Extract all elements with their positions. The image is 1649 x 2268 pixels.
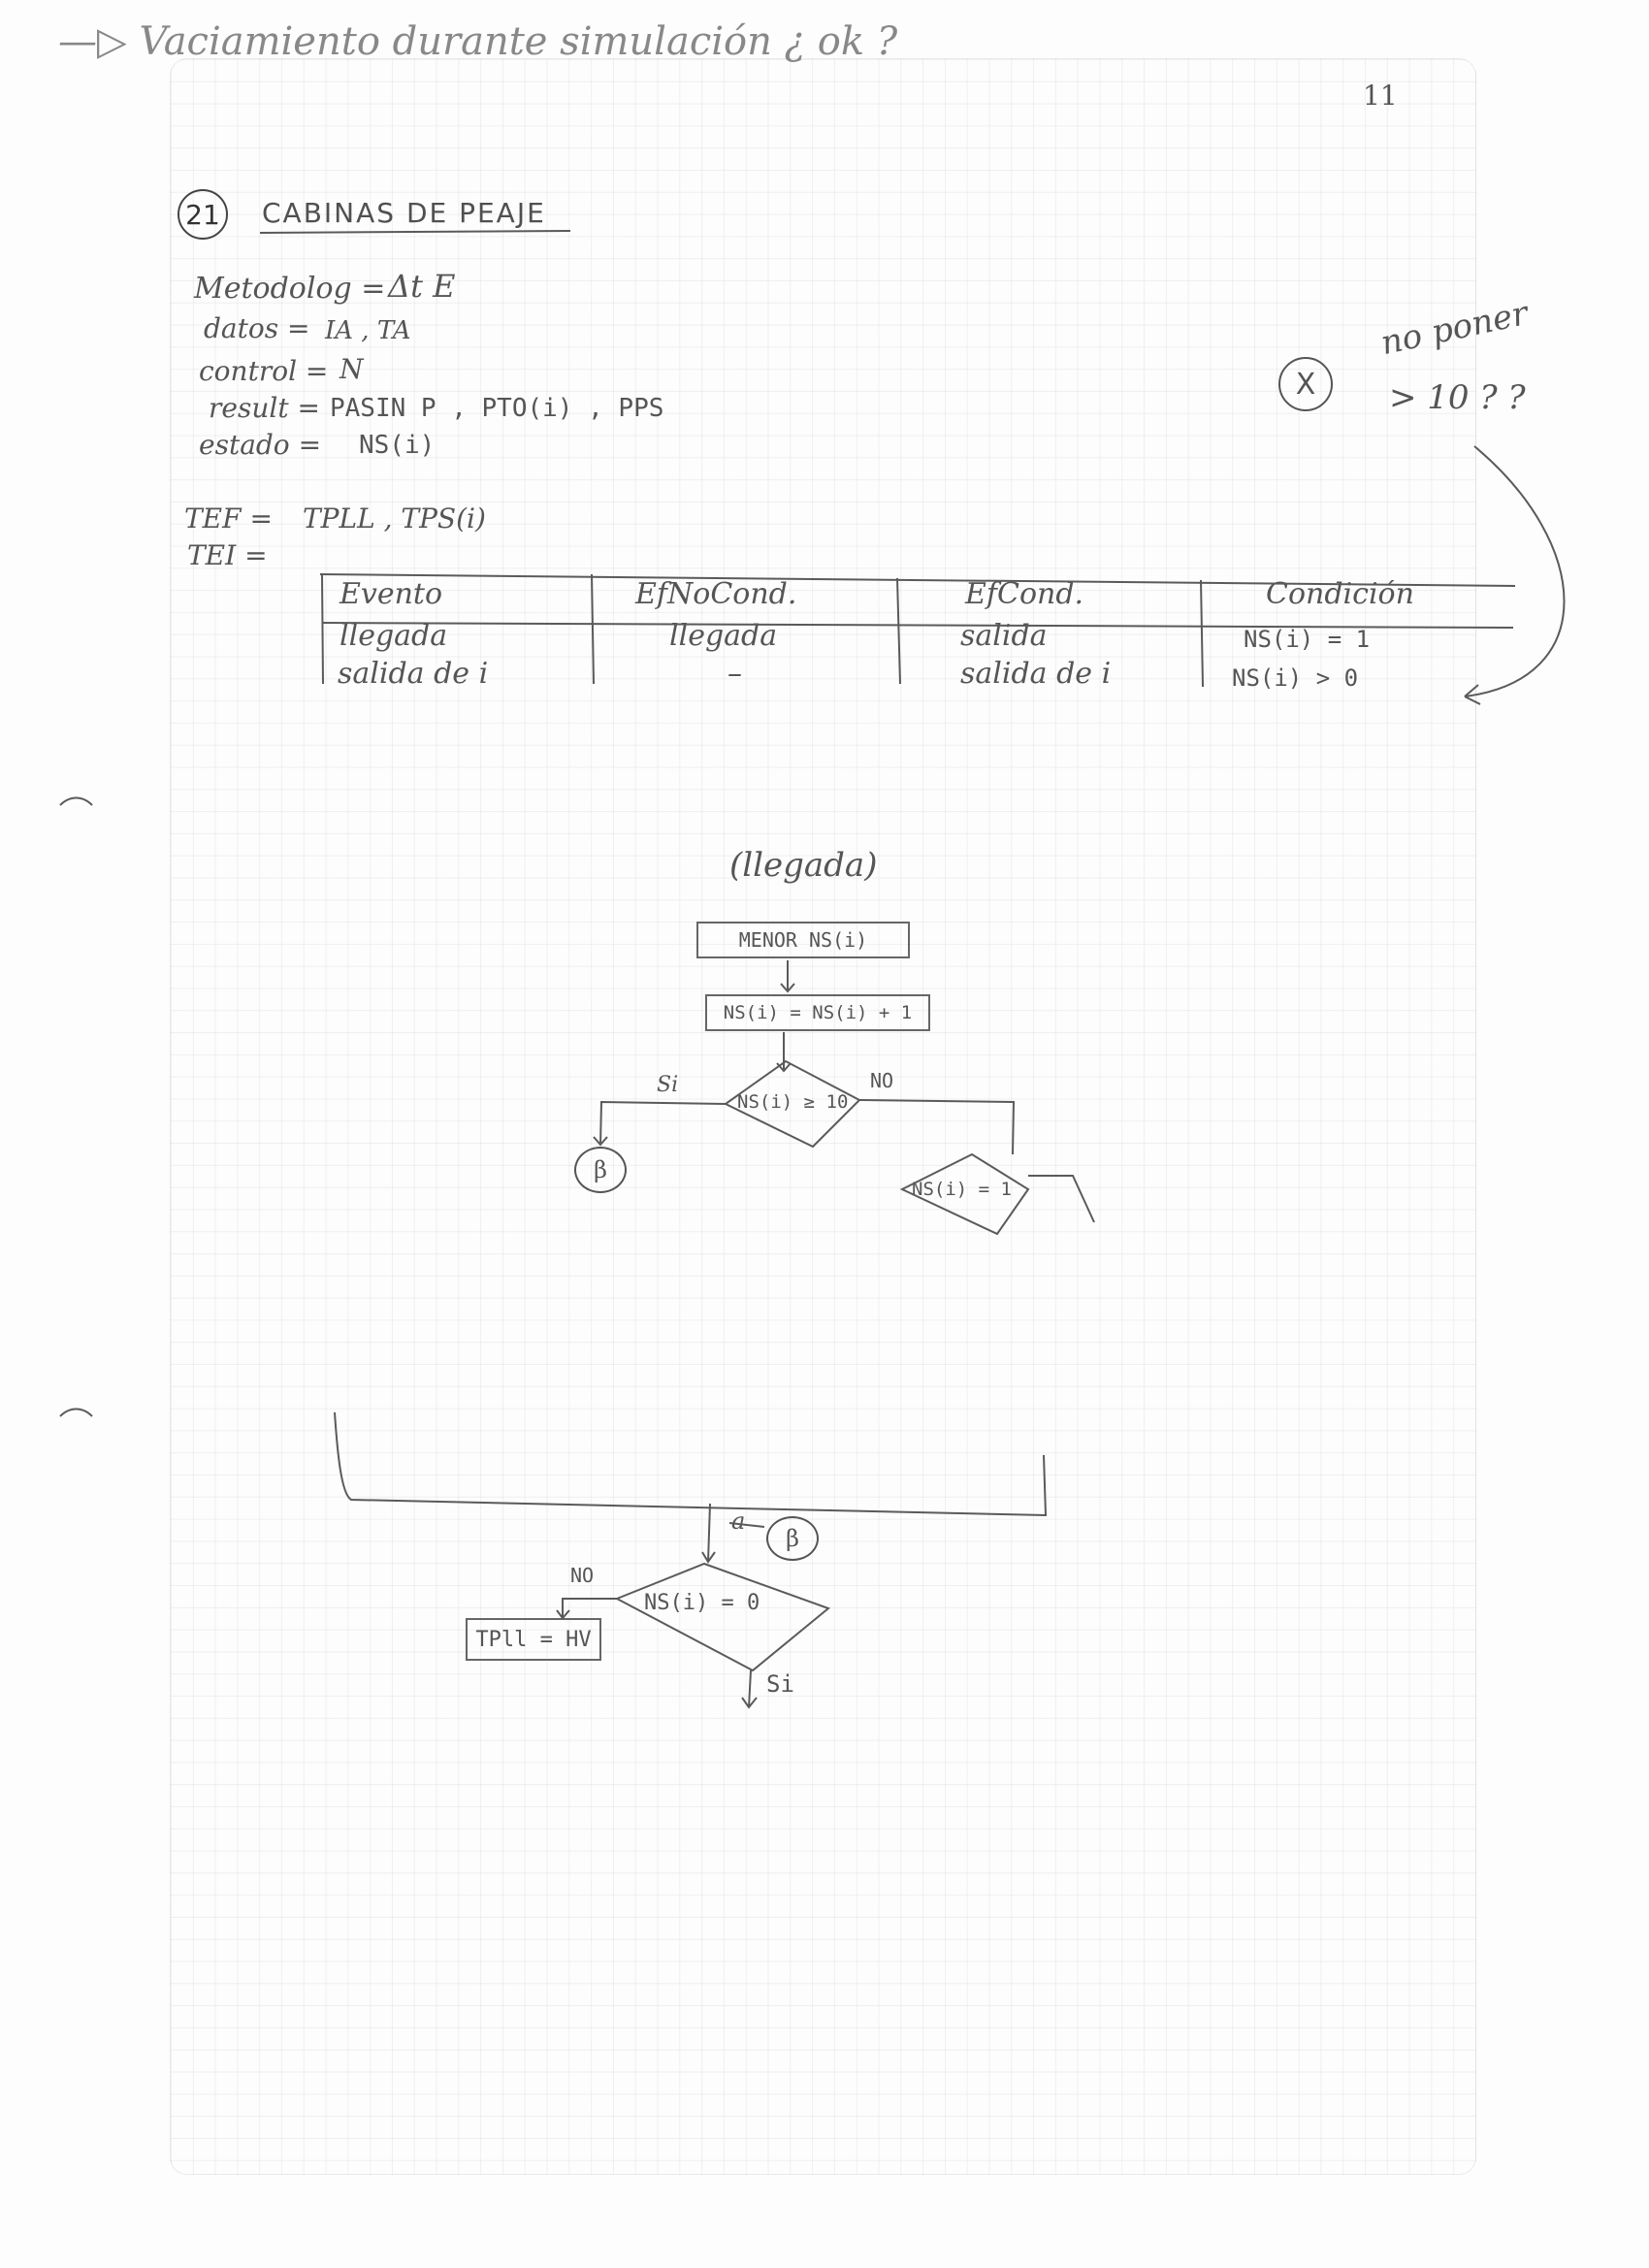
decision-ns-eq-0: NS(i) = 0 xyxy=(644,1591,760,1615)
table-cell: salida de i xyxy=(960,657,1112,691)
tef-value: TPLL , TPS(i) xyxy=(303,502,486,535)
step-increment-ns: NS(i) = NS(i) + 1 xyxy=(705,994,930,1031)
side-note-marker: X xyxy=(1278,357,1333,411)
no-label: NO xyxy=(870,1069,894,1092)
definition-label: result = xyxy=(209,392,320,424)
table-cell: – xyxy=(728,657,742,691)
table-cell: llegada xyxy=(340,619,448,653)
table-header-efcond: EfCond. xyxy=(965,577,1084,611)
grid-paper xyxy=(170,58,1476,2175)
definition-value: N xyxy=(340,353,364,385)
action-tpll-hv: TPll = HV xyxy=(466,1618,601,1661)
connector-label: β xyxy=(594,1156,607,1183)
table-cell: NS(i) > 0 xyxy=(1232,664,1359,692)
table-cell: NS(i) = 1 xyxy=(1244,626,1371,653)
definition-label: datos = xyxy=(204,312,310,344)
definition-value: IA , TA xyxy=(325,316,411,345)
table-header-evento: Evento xyxy=(340,577,443,611)
step-menor-ns: MENOR NS(i) xyxy=(696,922,910,958)
connector-beta-bottom: β xyxy=(766,1516,819,1561)
side-note-line2: > 10 ? ? xyxy=(1389,378,1526,417)
exercise-number: 21 xyxy=(185,198,220,231)
exercise-title: CABINAS DE PEAJE xyxy=(262,197,546,229)
table-header-efnocond: EfNoCond. xyxy=(635,577,797,611)
decision-ns-eq-1: NS(i) = 1 xyxy=(912,1179,1012,1200)
connector-beta: β xyxy=(574,1147,627,1193)
connector-label: β xyxy=(786,1525,799,1552)
decision-ns-ge-10: NS(i) ≥ 10 xyxy=(737,1091,849,1113)
yes-label: Si xyxy=(657,1073,679,1097)
flowchart-title: (llegada) xyxy=(729,846,878,885)
tei-label: TEI = xyxy=(187,539,268,571)
connector-a-label: a xyxy=(731,1507,746,1535)
exercise-number-circle: 21 xyxy=(178,189,228,240)
definition-value: NS(i) xyxy=(359,431,436,460)
definition-label: estado = xyxy=(199,429,322,461)
marker-letter: X xyxy=(1295,367,1316,402)
definition-value: Δt E xyxy=(388,268,456,305)
definition-label: Metodolog = xyxy=(194,272,386,306)
no-label-bottom: NO xyxy=(570,1564,595,1587)
tef-label: TEF = xyxy=(184,502,273,535)
page-number: 11 xyxy=(1363,80,1398,112)
yes-label-bottom: Si xyxy=(766,1670,794,1698)
definition-label: control = xyxy=(199,355,329,387)
definition-value: PASIN P , PTO(i) , PPS xyxy=(330,394,664,423)
top-note: —▷ Vaciamiento durante simulación ¿ ok ? xyxy=(58,19,898,64)
table-cell: salida de i xyxy=(338,657,489,691)
